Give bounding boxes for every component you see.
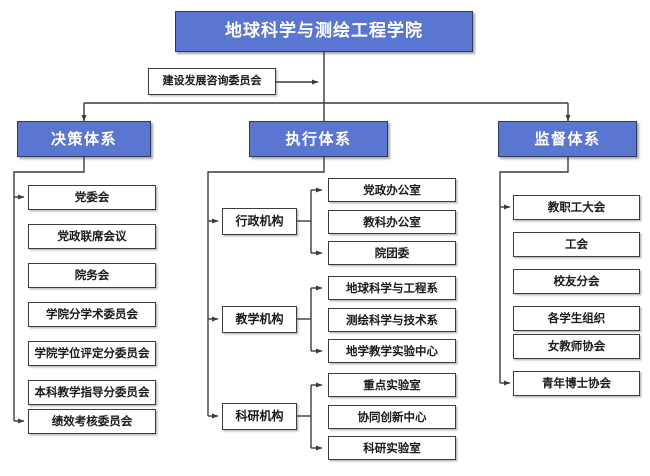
- execution-admin-item-0-label: 党政办公室: [363, 182, 421, 197]
- supervision-item-3-label: 各学生组织: [547, 311, 606, 326]
- supervision-item-4-label: 女教师协会: [547, 339, 606, 354]
- execution-group-admin[interactable]: 行政机构: [222, 208, 297, 235]
- execution-group-research[interactable]: 科研机构: [222, 403, 297, 430]
- execution-group-admin-label: 行政机构: [235, 213, 284, 228]
- supervision-item-2-label: 校友分会: [553, 274, 600, 289]
- connector-supervision-stem: [499, 157, 569, 207]
- execution-admin-item-1[interactable]: 教科办公室: [328, 210, 456, 234]
- execution-research-item-0-label: 重点实验室: [363, 377, 421, 392]
- decision-item-1[interactable]: 党政联席会议: [28, 224, 156, 249]
- execution-teaching-item-1[interactable]: 测绘科学与技术系: [328, 308, 456, 332]
- connector-execution-stem: [207, 157, 325, 221]
- execution-research-item-2[interactable]: 科研实验室: [328, 436, 456, 460]
- supervision-item-3[interactable]: 各学生组织: [513, 306, 640, 331]
- pillar-label-execution: 执行体系: [285, 129, 352, 148]
- execution-teaching-item-2[interactable]: 地学教学实验中心: [328, 339, 456, 363]
- supervision-item-4[interactable]: 女教师协会: [513, 334, 640, 359]
- pillar-label-decision: 决策体系: [50, 129, 117, 148]
- execution-research-item-1[interactable]: 协同创新中心: [328, 405, 456, 429]
- supervision-item-5-label: 青年博士协会: [542, 376, 611, 391]
- decision-item-3[interactable]: 学院分学术委员会: [28, 302, 156, 327]
- decision-item-0-label: 党委会: [74, 190, 110, 205]
- advisory-committee-label: 建设发展咨询委员会: [162, 74, 262, 88]
- execution-group-teaching[interactable]: 教学机构: [222, 306, 297, 333]
- supervision-item-2[interactable]: 校友分会: [513, 269, 640, 294]
- supervision-item-5[interactable]: 青年博士协会: [513, 371, 640, 396]
- execution-group-teaching-label: 教学机构: [235, 311, 284, 326]
- decision-item-6[interactable]: 绩效考核委员会: [28, 409, 156, 434]
- decision-item-2-label: 院务会: [74, 268, 110, 283]
- supervision-item-1[interactable]: 工会: [513, 232, 640, 257]
- supervision-item-0-label: 教职工大会: [547, 200, 606, 215]
- pillar-node-supervision[interactable]: 监督体系: [498, 121, 637, 157]
- execution-research-item-2-label: 科研实验室: [363, 440, 421, 455]
- root-node-label: 地球科学与测绘工程学院: [225, 21, 423, 42]
- decision-item-0[interactable]: 党委会: [28, 185, 156, 210]
- execution-admin-item-2[interactable]: 院团委: [328, 241, 456, 265]
- decision-item-1-label: 党政联席会议: [57, 229, 127, 244]
- decision-item-4[interactable]: 学院学位评定分委员会: [28, 341, 156, 366]
- advisory-committee-node[interactable]: 建设发展咨询委员会: [148, 68, 276, 95]
- pillar-node-decision[interactable]: 决策体系: [17, 121, 151, 157]
- decision-item-5[interactable]: 本科教学指导分委员会: [28, 380, 156, 405]
- execution-teaching-item-0[interactable]: 地球科学与工程系: [328, 276, 456, 300]
- execution-teaching-item-1-label: 测绘科学与技术系: [346, 312, 438, 327]
- execution-research-item-1-label: 协同创新中心: [357, 409, 427, 424]
- connector-decision-stem: [13, 157, 85, 197]
- execution-admin-item-1-label: 教科办公室: [363, 214, 421, 229]
- pillar-node-execution[interactable]: 执行体系: [249, 121, 388, 157]
- execution-research-item-0[interactable]: 重点实验室: [328, 373, 456, 397]
- execution-admin-item-0[interactable]: 党政办公室: [328, 178, 456, 202]
- supervision-item-0[interactable]: 教职工大会: [513, 195, 640, 220]
- decision-item-5-label: 本科教学指导分委员会: [34, 385, 150, 400]
- execution-admin-item-2-label: 院团委: [374, 245, 410, 260]
- execution-teaching-item-0-label: 地球科学与工程系: [346, 280, 438, 295]
- execution-group-research-label: 科研机构: [235, 408, 284, 423]
- decision-item-2[interactable]: 院务会: [28, 263, 156, 288]
- pillar-label-supervision: 监督体系: [534, 129, 601, 148]
- supervision-item-1-label: 工会: [565, 237, 588, 252]
- execution-teaching-item-2-label: 地学教学实验中心: [346, 343, 438, 358]
- decision-item-6-label: 绩效考核委员会: [51, 414, 133, 429]
- root-node-college[interactable]: 地球科学与测绘工程学院: [175, 11, 473, 52]
- decision-item-3-label: 学院分学术委员会: [46, 307, 138, 322]
- decision-item-4-label: 学院学位评定分委员会: [34, 346, 150, 361]
